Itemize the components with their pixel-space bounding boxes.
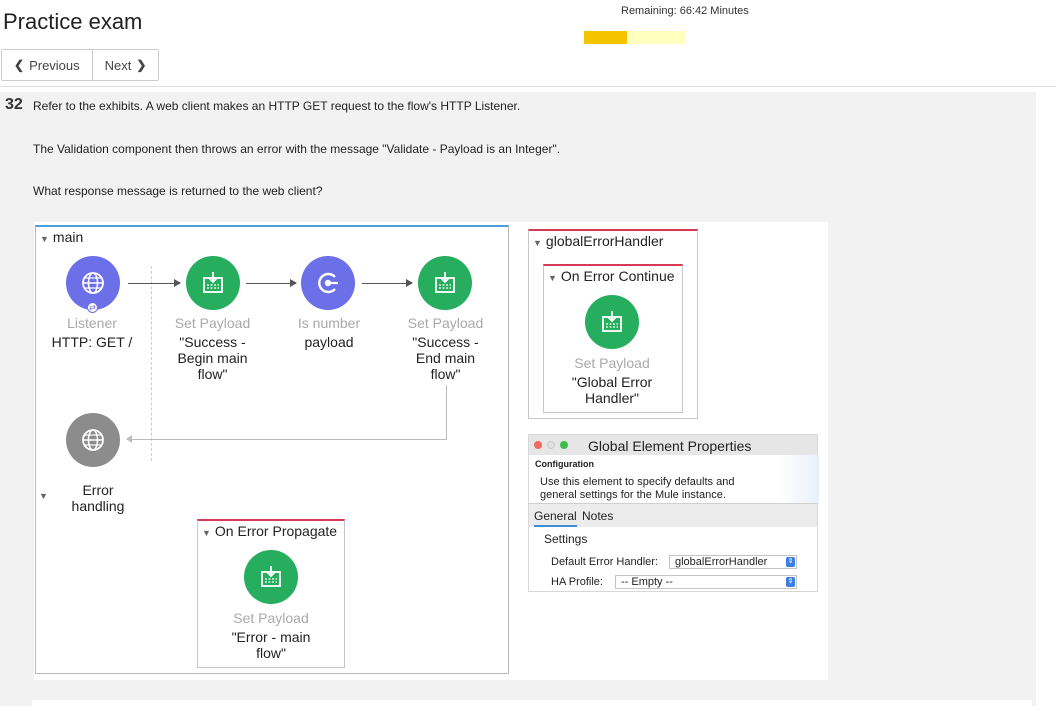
collapse-triangle-icon: ▼ [533,238,542,248]
dialog-title: Global Element Properties [588,438,752,454]
global-error-handler-title: ▼globalErrorHandler [533,233,664,249]
timer-text: Remaining: 66:42 Minutes [621,5,749,17]
return-arrowhead [126,435,132,443]
ha-profile-label: HA Profile: [551,576,603,588]
on-error-continue-title: ▼On Error Continue [548,268,675,284]
default-error-handler-label: Default Error Handler: [551,556,658,568]
select-stepper-icon: ⇕ [786,577,795,587]
flow-arrow [128,279,181,287]
ha-profile-select[interactable]: -- Empty -- ⇕ [615,575,797,589]
flow-arrow [362,279,413,287]
source-separator [151,266,152,461]
global-element-properties-dialog: Global Element Properties Configuration … [528,434,819,592]
settings-heading: Settings [544,532,588,546]
question-text-line2: The Validation component then throws an … [33,142,561,156]
previous-label: Previous [29,57,80,73]
is-number-validation-component[interactable] [301,256,355,310]
page-title: Practice exam [3,9,143,34]
set-payload-error-component[interactable] [244,550,298,604]
default-error-handler-select[interactable]: globalErrorHandler ⇕ [669,555,797,569]
close-window-icon[interactable] [534,441,542,449]
question-navigation: ❮ Previous Next ❯ [1,49,160,81]
dialog-titlebar [529,435,817,455]
flow-arrow [246,279,297,287]
maximize-window-icon[interactable] [560,441,568,449]
chevron-right-icon: ❯ [136,58,147,72]
configuration-description: Use this element to specify defaults and… [540,476,735,501]
set-payload-icon [602,311,622,332]
is-number-caption: Is number payload [297,315,361,350]
next-label: Next [104,57,132,73]
http-listener-component[interactable] [66,256,120,310]
collapse-triangle-icon: ▼ [39,491,48,501]
set-payload-icon [203,272,223,293]
collapse-triangle-icon: ▼ [202,528,211,538]
previous-button[interactable]: ❮ Previous [2,50,92,80]
globe-icon [82,272,104,294]
time-progress-bar [584,31,685,44]
return-line [130,439,447,440]
answer-area [32,700,1032,706]
next-button[interactable]: Next ❯ [91,50,159,80]
set-payload-icon [435,272,455,293]
set-payload-end-component[interactable] [418,256,472,310]
header-divider [0,86,1056,87]
dialog-banner [779,455,819,503]
question-number: 32 [5,96,23,113]
set-payload-begin-component[interactable] [186,256,240,310]
main-flow-title: ▼main [40,229,84,245]
set-payload-icon [261,566,281,587]
set-payload-global-component[interactable] [585,295,639,349]
select-stepper-icon: ⇕ [786,557,795,567]
tab-notes[interactable]: Notes [582,509,614,523]
validation-icon [318,272,338,294]
set-payload-begin-caption: Set Payload "Success - Begin main flow" [174,315,251,382]
collapse-triangle-icon: ▼ [548,273,557,283]
time-progress-fill [584,31,628,44]
set-payload-error-caption: Set Payload "Error - main flow" [231,610,311,661]
error-handling-label: Error handling [71,482,125,514]
tab-general[interactable]: General [534,509,577,527]
globe-icon [82,429,104,451]
return-line [446,385,447,439]
minimize-window-icon[interactable] [547,441,555,449]
on-error-propagate-title: ▼On Error Propagate [202,523,338,539]
http-response-component [66,413,120,467]
question-text-line3: What response message is returned to the… [33,184,323,198]
question-text-line1: Refer to the exhibits. A web client make… [33,99,521,113]
configuration-heading: Configuration [535,459,594,469]
source-badge-icon: ⇄ [87,302,98,313]
set-payload-end-caption: Set Payload "Success - End main flow" [407,315,484,382]
dialog-tabs: General Notes [529,503,817,527]
set-payload-global-caption: Set Payload "Global Error Handler" [571,355,653,406]
collapse-triangle-icon: ▼ [40,234,49,244]
listener-caption: Listener HTTP: GET / [51,315,133,350]
chevron-left-icon: ❮ [14,58,25,72]
